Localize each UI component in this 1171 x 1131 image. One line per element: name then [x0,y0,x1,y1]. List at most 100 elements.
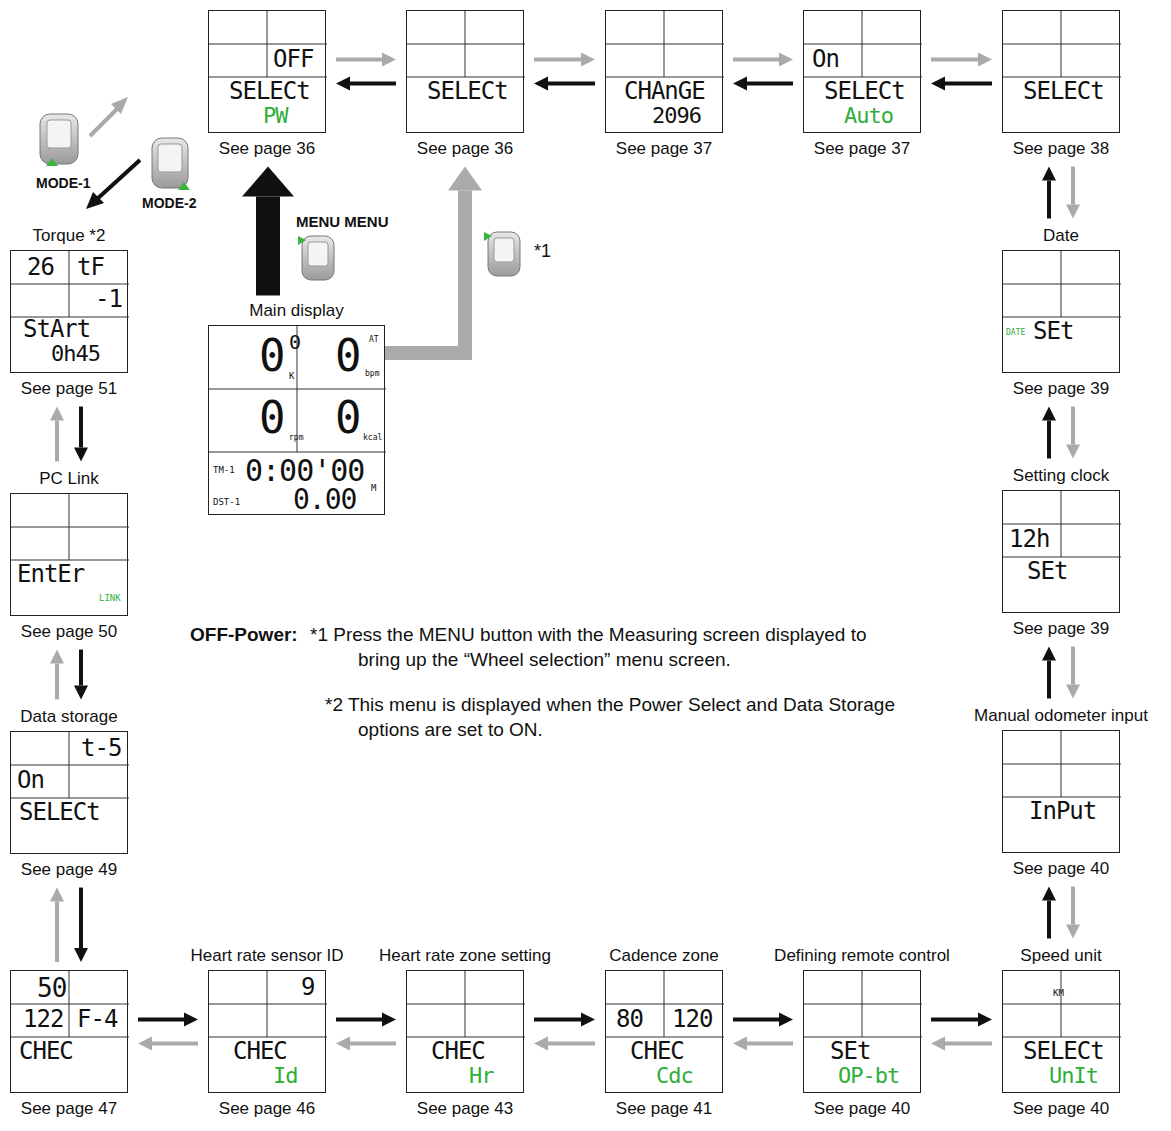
section-heading: Heart rate sensor ID [190,946,343,966]
lcd-text: t-5 [81,736,121,760]
page-reference: See page 37 [616,139,712,159]
lcd-screen: Heart rate zone settingCHECHrSee page 43 [406,970,524,1093]
page-reference: See page 40 [814,1099,910,1119]
connector-arrow [733,1037,793,1051]
section-heading: Defining remote control [774,946,950,966]
lcd-text: tF [77,255,104,279]
connector-arrow [336,1013,396,1027]
lcd-screen: SELECtSee page 36 [406,10,524,133]
page-reference: See page 36 [417,139,513,159]
lcd-text: 120 [672,1007,712,1031]
page-reference: See page 41 [616,1099,712,1119]
lcd-text: 12h [1009,527,1049,551]
mode2-button [152,138,190,190]
page-reference: See page 39 [1013,379,1109,399]
lcd-screen: OFFSELECtPWSee page 36 [208,10,326,133]
lcd-screen: Setting clock12hSEtSee page 39 [1002,490,1120,613]
lcd-screen: Heart rate sensor ID9CHECIdSee page 46 [208,970,326,1093]
page-reference: See page 51 [21,379,117,399]
lcd-text: SELECt [229,79,310,103]
lcd-text: 80 [616,1007,643,1031]
lcd-text: SELECt [1023,1039,1104,1063]
section-heading: Main display [249,301,344,321]
section-heading: Speed unit [1020,946,1101,966]
lcd-screen: Torque *226tF-1StArt0h45See page 51 [10,250,128,373]
lcd-text: CHEC [233,1039,287,1063]
lcd-text: 0 [289,332,300,352]
lcd-text: SELECt [19,800,100,824]
button-label: MENU MENU [296,212,389,232]
lcd-text: AT [369,336,379,344]
page-reference: See page 39 [1013,619,1109,639]
mode1-arrow [90,97,128,136]
lcd-text: CHAnGE [624,79,705,103]
lcd-icons [213,45,675,1013]
connector-arrow [50,888,64,962]
lcd-text: 50 [37,975,66,1001]
page-reference: See page 47 [21,1099,117,1119]
page-reference: See page 38 [1013,139,1109,159]
mode2-arrow [86,160,140,209]
button-label: MODE-2 [142,194,196,212]
lcd-text: rpm [289,434,303,442]
connector-arrow [74,407,88,462]
lcd-text: On [812,47,839,71]
connector-arrow [931,77,992,91]
connector-arrow [1066,407,1080,459]
lcd-screen: PC LinkEntErLINKSee page 50 [10,493,128,616]
connector-arrow [733,1013,793,1027]
page-reference: See page 40 [1013,859,1109,879]
lcd-text: SELECt [427,79,508,103]
lcd-text: DATE [1006,329,1025,337]
connector-arrow [336,77,396,91]
lcd-text: K [289,372,294,381]
lcd-screen: Manual odometer inputInPutSee page 40 [1002,730,1120,853]
lcd-text: CHEC [431,1039,485,1063]
lcd-text: TM-1 [213,466,235,475]
connector-arrow [1042,647,1056,699]
button-label: MODE-1 [36,174,90,192]
lcd-text: OFF [273,47,313,71]
connector-arrow [138,1037,198,1051]
lcd-screen: 50122F-4CHECSee page 47 [10,970,128,1093]
page-reference: See page 50 [21,622,117,642]
lcd-text: SEt [1033,319,1073,343]
lcd-text: 9 [301,975,314,999]
mode1-button [40,114,78,166]
connector-arrow [931,1013,992,1027]
lcd-text: KM [1053,989,1064,998]
lcd-text: 0:00'00 [245,456,364,486]
lcd-text: Id [273,1065,298,1087]
lcd-text: 0h45 [51,343,100,365]
connector-arrow [931,53,992,67]
lcd-text: SELECt [1023,79,1104,103]
section-heading: Torque *2 [33,226,106,246]
connector-arrow [733,53,793,67]
section-heading: Date [1043,226,1079,246]
lcd-screen: Cadence zone80120CHECCdcSee page 41 [605,970,723,1093]
lcd-text: Hr [469,1065,494,1087]
lcd-text: -1 [95,287,122,311]
connector-arrow [242,167,294,296]
lcd-text: 2096 [652,105,701,127]
lcd-screen: Data storaget-5OnSELECtSee page 49 [10,731,128,854]
page-reference: See page 37 [814,139,910,159]
lcd-text: UnIt [1049,1065,1098,1087]
lcd-grid [1003,491,1121,614]
connector-arrow [1042,167,1056,219]
lcd-text: 0 [335,334,361,378]
connector-arrow [1042,887,1056,939]
lcd-text: SEt [830,1039,870,1063]
connector-arrow [138,1013,198,1027]
lcd-screen: Defining remote controlSEtOP-btSee page … [803,970,921,1093]
section-heading: Data storage [20,707,117,727]
lcd-grid [407,11,525,134]
connector-arrow [336,53,396,67]
section-heading: Cadence zone [609,946,719,966]
connector-arrow [534,1013,595,1027]
lcd-text: F-4 [77,1007,117,1031]
connector-arrow [534,1037,595,1051]
note-text: OFF-Power: [190,623,298,648]
connector-arrow [385,167,482,353]
